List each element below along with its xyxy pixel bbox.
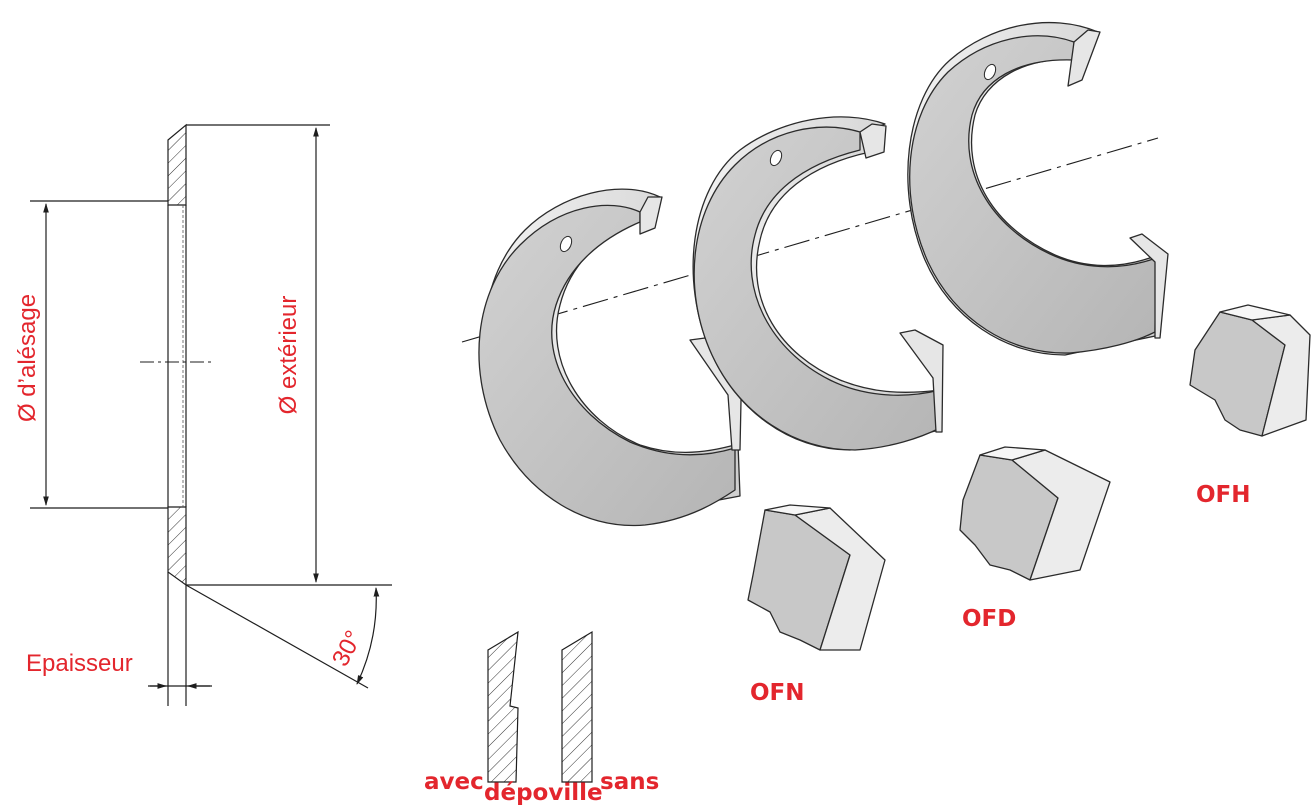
relief-with-label: avec (424, 769, 484, 795)
outer-diameter-label: Ø extérieur (275, 296, 302, 415)
variant-label-ofn: OFN (750, 680, 805, 706)
angle-label: 30° (327, 626, 368, 671)
upper-section-hatch (167, 123, 187, 206)
relief-with-shape (487, 630, 519, 783)
section-view: Ø d’alésage Ø extérieur Epaisseur 30° (14, 123, 392, 706)
variant-label-ofh: OFH (1196, 482, 1251, 508)
variant-label-ofd: OFD (962, 606, 1016, 632)
axis-line (461, 137, 1159, 343)
angle-arc (356, 587, 380, 685)
profile-ofd (959, 446, 1111, 581)
relief-caption: dépoville (484, 780, 603, 806)
ring-ofd (692, 116, 944, 451)
profile-ofh (1189, 304, 1311, 437)
lower-section-hatch (167, 506, 187, 587)
thickness-label: Epaisseur (26, 650, 133, 677)
profile-ofn (747, 504, 886, 651)
angle-line (185, 584, 369, 689)
relief-section: avec sans dépoville (424, 630, 659, 806)
relief-without-label: sans (600, 769, 659, 795)
relief-without-shape (561, 630, 593, 783)
ring-ofh (907, 21, 1169, 356)
isometric-view: OFN OFD OFH (461, 21, 1311, 706)
bore-diameter-label: Ø d’alésage (14, 294, 41, 422)
